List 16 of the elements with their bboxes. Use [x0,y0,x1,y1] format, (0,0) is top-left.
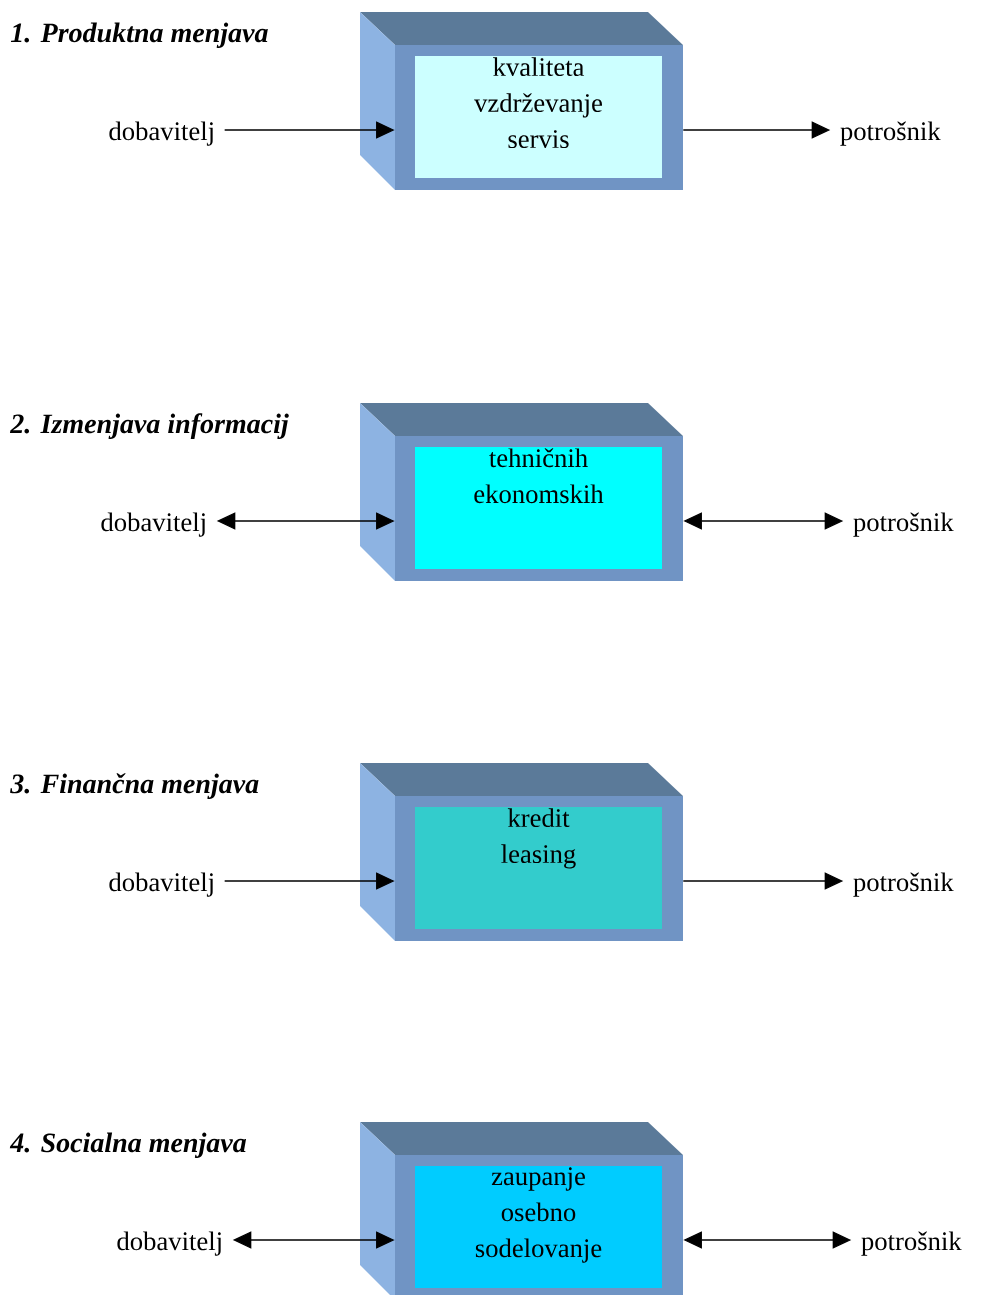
text-panel: tehničnih ekonomskih [415,447,662,569]
text-panel: zaupanje osebno sodelovanje [415,1166,662,1288]
party-label: dobavitelj [101,512,205,537]
party-label: dobavitelj [109,872,213,897]
section-heading: 2. Izmenjava informacij [9,413,289,439]
party-label: dobavitelj [117,1231,221,1256]
party-label: potrošnik [853,872,954,897]
party-label: potrošnik [840,121,941,146]
party-label: potrošnik [861,1231,962,1256]
party-label: dobavitelj [109,121,213,146]
text-panel: kvaliteta vzdrževanje servis [415,56,662,178]
section-heading: 3. Finančna menjava [10,773,259,799]
section-heading: 1. Produktna menjava [10,22,268,48]
text-panel: kredit leasing [415,807,662,929]
section-heading: 4. Socialna menjava [9,1132,247,1158]
party-label: potrošnik [853,512,954,537]
